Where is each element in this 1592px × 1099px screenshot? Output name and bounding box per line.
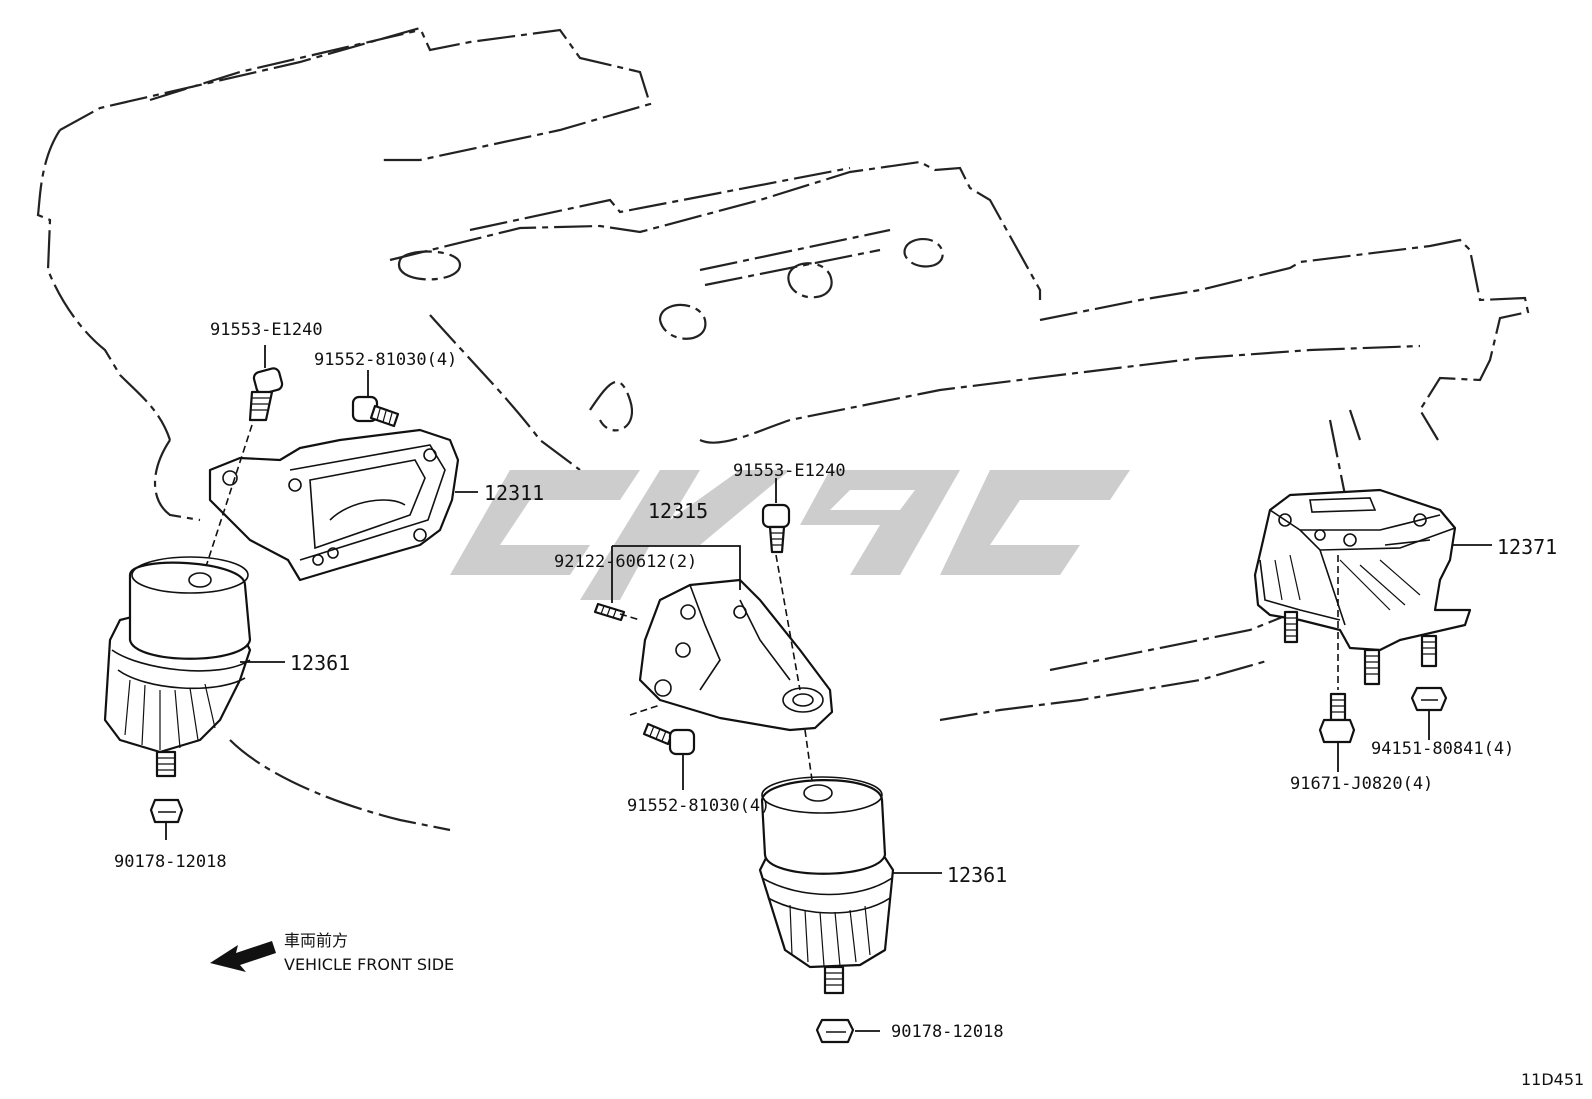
middle-mount-assembly (593, 478, 942, 1044)
label-91552-mid: 91552-81030(4) (627, 796, 770, 816)
bolt-91552-mid (642, 722, 696, 756)
label-90178-left: 90178-12018 (114, 852, 227, 872)
bracket-12311 (208, 428, 460, 582)
bracket-12315 (638, 578, 834, 732)
diagram-id: 11D451 (1521, 1070, 1584, 1089)
mount-12361-mid (758, 776, 895, 995)
bolt-91553-mid (761, 503, 791, 554)
bolt-91552-left (351, 395, 400, 428)
vehicle-front-arrow-icon (210, 941, 276, 972)
mount-12361-left (103, 556, 252, 778)
label-94151: 94151-80841(4) (1371, 739, 1514, 759)
direction-label-english: VEHICLE FRONT SIDE (284, 955, 454, 974)
label-92122: 92122-60612(2) (554, 552, 697, 572)
right-mount-assembly (1253, 488, 1492, 772)
nut-90178-mid (815, 1018, 855, 1044)
label-12371: 12371 (1497, 535, 1557, 559)
label-12311: 12311 (484, 481, 544, 505)
stud-92122 (593, 602, 626, 622)
label-12361-mid: 12361 (947, 863, 1007, 887)
watermark-logo (450, 470, 1130, 600)
label-12315: 12315 (648, 499, 708, 523)
label-91552-left: 91552-81030(4) (314, 350, 457, 370)
part-labels: 91553-E1240 91552-81030(4) 12311 12361 9… (114, 320, 1584, 1089)
engine-outline (36, 26, 1530, 832)
direction-label-japanese: 車両前方 (284, 931, 348, 950)
label-91553-left: 91553-E1240 (210, 320, 323, 340)
label-90178-mid: 90178-12018 (891, 1022, 1004, 1042)
bolt-91553-left (248, 367, 284, 422)
label-91553-mid: 91553-E1240 (733, 461, 846, 481)
left-mount-assembly (103, 345, 478, 840)
mount-12371 (1253, 488, 1472, 686)
label-12361-left: 12361 (290, 651, 350, 675)
nut-94151 (1410, 686, 1448, 712)
label-91671: 91671-J0820(4) (1290, 774, 1433, 794)
bolt-91671 (1318, 692, 1356, 744)
nut-90178-left (149, 798, 184, 824)
